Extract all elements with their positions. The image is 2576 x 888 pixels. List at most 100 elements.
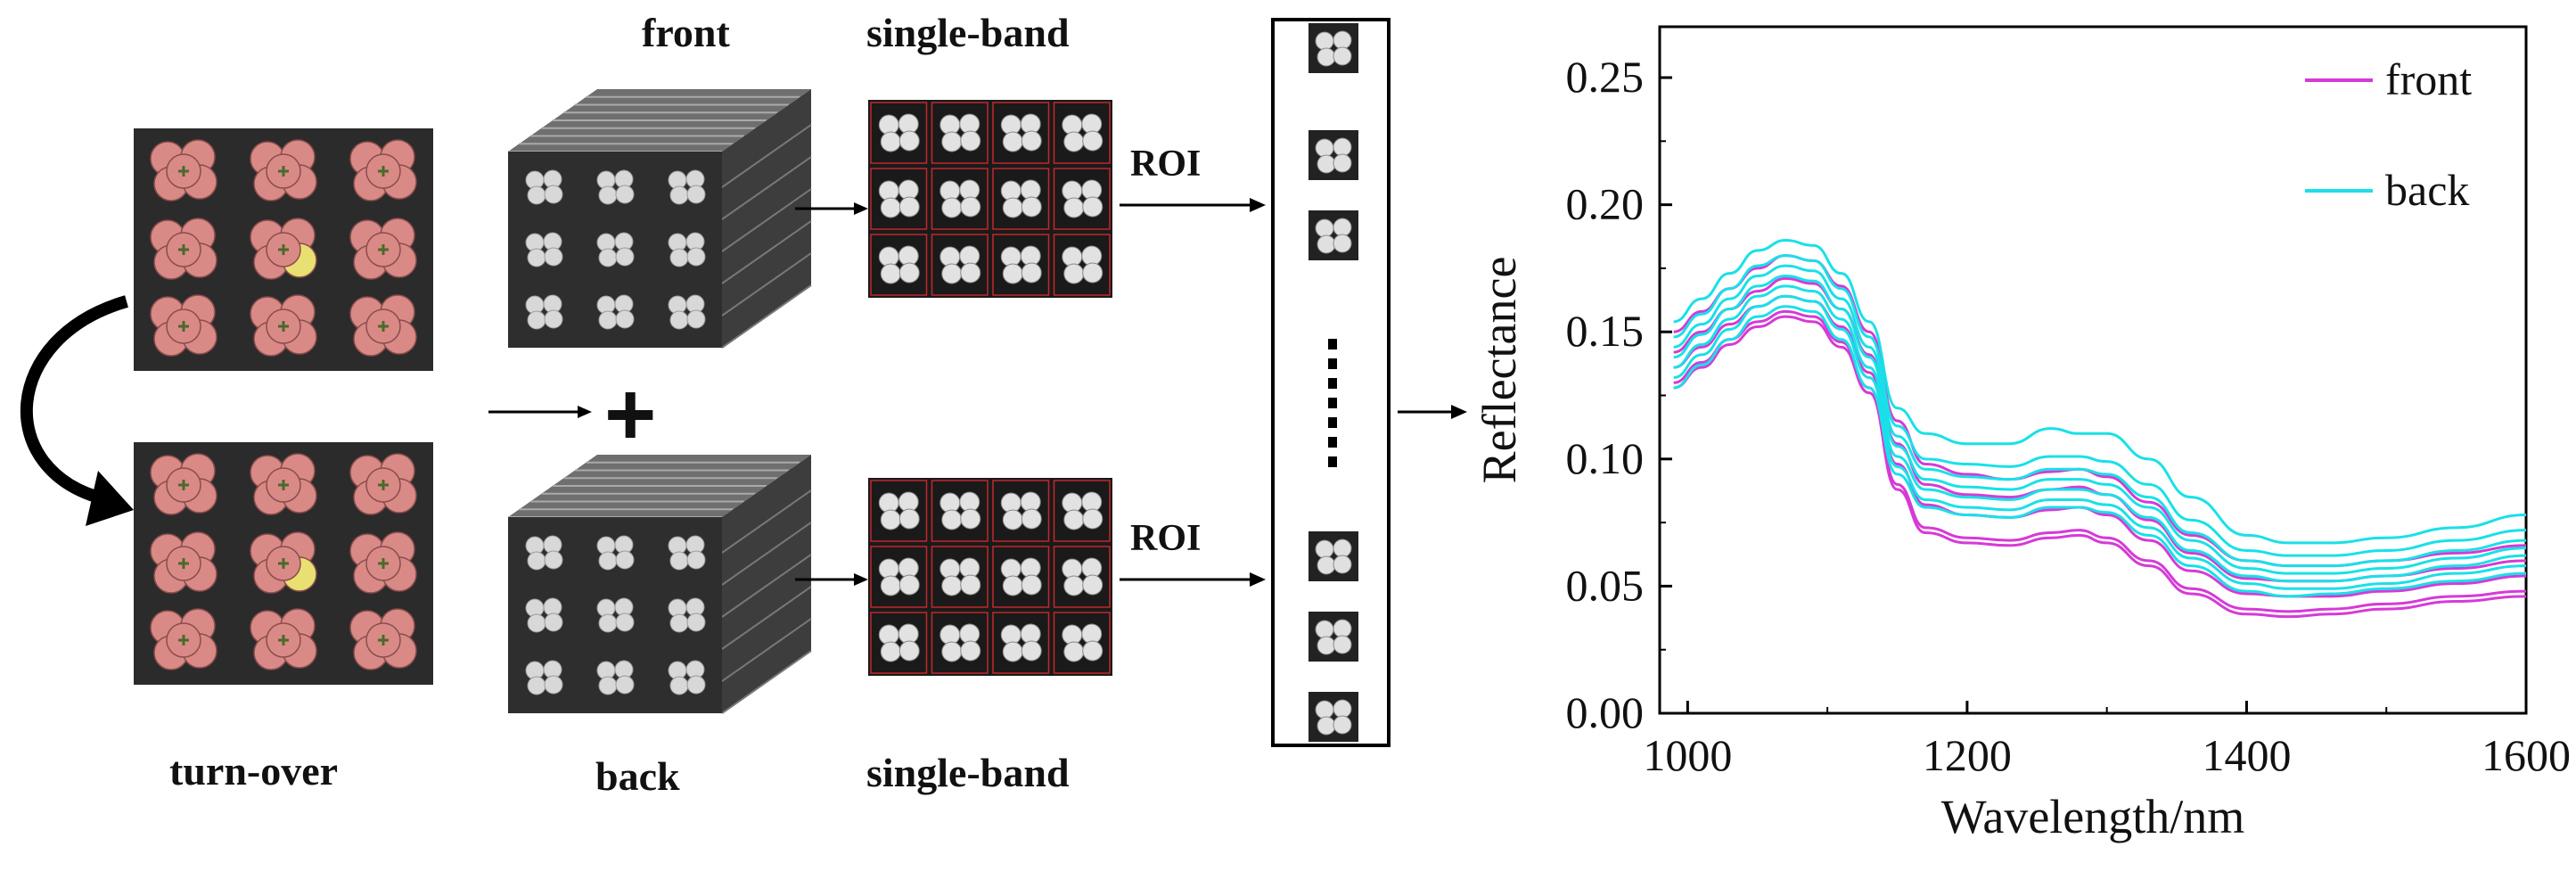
grape-berry-gray bbox=[544, 675, 563, 695]
grape-berry-gray bbox=[1082, 130, 1103, 152]
grape-berry-gray bbox=[544, 309, 563, 329]
grape-berry-gray bbox=[1082, 508, 1103, 530]
x-tick-label: 1600 bbox=[2482, 730, 2571, 780]
y-tick-label: 0.15 bbox=[1566, 306, 1645, 356]
grape-cluster-gray bbox=[668, 660, 706, 695]
ellipsis-dot bbox=[1328, 417, 1337, 428]
roi-box bbox=[931, 168, 989, 230]
grape-berry-gray bbox=[1082, 574, 1103, 596]
grape-berry-gray bbox=[1021, 262, 1042, 284]
grape-berry-gray bbox=[898, 196, 920, 218]
y-axis-label: Reflectance bbox=[1473, 257, 1526, 484]
grape-berry-gray bbox=[1333, 635, 1352, 654]
ellipsis-dot bbox=[1328, 437, 1337, 448]
roi-box bbox=[931, 234, 989, 296]
series-line-back bbox=[1673, 239, 2527, 545]
hypercube-front bbox=[508, 89, 812, 349]
grape-cluster-gray bbox=[668, 169, 706, 205]
grape-cluster-gray bbox=[596, 535, 635, 571]
grape-berry-gray bbox=[686, 550, 706, 570]
grape-cluster bbox=[150, 608, 217, 670]
grape-cluster bbox=[349, 139, 417, 201]
front-label: front bbox=[642, 10, 730, 55]
series-line-back bbox=[1673, 274, 2527, 575]
hypercube-back bbox=[508, 455, 812, 714]
series-line-front bbox=[1673, 309, 2527, 613]
single-band-image-front bbox=[868, 100, 1112, 298]
roi-box bbox=[870, 234, 928, 296]
grape-stem bbox=[178, 480, 189, 490]
grape-berry-gray bbox=[615, 613, 635, 632]
cube-side-line bbox=[721, 554, 812, 618]
grape-cluster-gray bbox=[525, 535, 563, 571]
cube-side-line bbox=[721, 284, 812, 349]
roi-box bbox=[1053, 480, 1111, 542]
ellipsis-dot bbox=[1328, 339, 1337, 349]
grape-berry-gray bbox=[1082, 262, 1103, 284]
grape-berry-gray bbox=[898, 574, 920, 596]
roi-thumbnail-bg bbox=[1309, 130, 1358, 180]
roi-box bbox=[870, 480, 928, 542]
grape-berry-gray bbox=[960, 196, 981, 218]
grape-berry-gray bbox=[898, 508, 920, 530]
grape-stem bbox=[278, 635, 289, 645]
cube-side-line bbox=[721, 586, 812, 650]
grape-cluster-gray bbox=[596, 660, 635, 695]
grape-berry-gray bbox=[960, 508, 981, 530]
ellipsis-dot bbox=[1328, 456, 1337, 467]
roi-box bbox=[992, 234, 1050, 296]
grape-stem bbox=[278, 244, 289, 255]
grape-berry-gray bbox=[898, 640, 920, 662]
roi-label-top: ROI bbox=[1130, 144, 1202, 185]
grape-berry-gray bbox=[1333, 715, 1352, 735]
grape-cluster-gray bbox=[668, 597, 706, 633]
roi-box bbox=[1053, 168, 1111, 230]
x-axis-label: Wavelength/nm bbox=[1941, 790, 2245, 843]
grape-berry-gray bbox=[960, 640, 981, 662]
grape-stem bbox=[178, 558, 189, 569]
grape-cluster bbox=[150, 453, 217, 515]
grape-berry-gray bbox=[686, 185, 706, 204]
y-tick-label: 0.05 bbox=[1566, 560, 1645, 610]
grape-cluster-gray bbox=[525, 660, 563, 695]
grape-cluster-gray bbox=[668, 232, 706, 267]
grape-berry-gray bbox=[898, 262, 920, 284]
cube-side-line bbox=[721, 220, 812, 284]
back-label: back bbox=[595, 753, 680, 799]
grape-berry-gray bbox=[1333, 46, 1352, 66]
cube-side-face bbox=[722, 455, 811, 713]
grape-stem bbox=[178, 244, 189, 255]
grape-photo-front bbox=[134, 128, 433, 371]
roi-box bbox=[870, 102, 928, 164]
grape-cluster-gray bbox=[525, 169, 563, 205]
grape-stem bbox=[378, 558, 389, 569]
series-line-back bbox=[1673, 305, 2527, 598]
grape-berry-gray bbox=[960, 130, 981, 152]
grape-berry-gray bbox=[544, 550, 563, 570]
roi-thumbnail bbox=[1309, 210, 1358, 260]
turn-over-arrow bbox=[20, 295, 134, 526]
grape-stem bbox=[278, 166, 289, 177]
series-line-back bbox=[1673, 254, 2527, 557]
roi-box bbox=[931, 480, 989, 542]
series-line-front bbox=[1673, 254, 2527, 568]
roi-box bbox=[870, 546, 928, 608]
roi-thumbnail bbox=[1309, 692, 1358, 742]
legend-label: front bbox=[2385, 54, 2472, 104]
roi-thumbnail bbox=[1309, 130, 1358, 180]
grape-berry-gray bbox=[686, 309, 706, 329]
turn-over-label: turn-over bbox=[169, 748, 339, 793]
grape-berry-gray bbox=[898, 130, 920, 152]
grape-cluster bbox=[349, 608, 417, 670]
grape-berry-gray bbox=[615, 185, 635, 204]
grape-berry-gray bbox=[1021, 508, 1042, 530]
roi-box bbox=[992, 480, 1050, 542]
grape-berry-gray bbox=[544, 613, 563, 632]
grape-cluster-gray bbox=[596, 169, 635, 205]
single-band-front-drawing bbox=[870, 102, 1111, 296]
grape-berry-gray bbox=[1021, 196, 1042, 218]
grape-stem bbox=[378, 480, 389, 490]
roi-box bbox=[931, 546, 989, 608]
